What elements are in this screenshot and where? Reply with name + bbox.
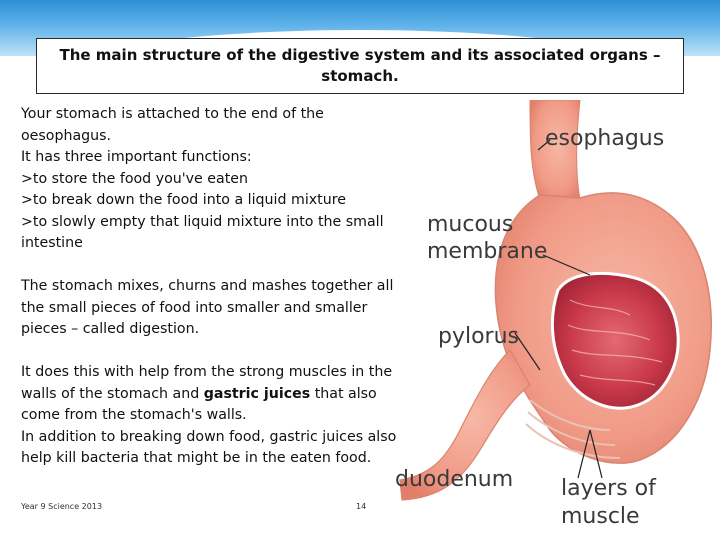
- body-line: It has three important functions:: [21, 149, 252, 165]
- muscle-layer-bands: [525, 399, 621, 459]
- rugae-texture: [567, 299, 663, 386]
- body-line: Your stomach is attached to the end of t…: [21, 106, 324, 144]
- mucous-membrane-cutaway: [550, 271, 680, 410]
- footer-course: Year 9 Science 2013: [21, 502, 103, 511]
- label-pylorus: pylorus: [438, 324, 520, 349]
- label-esophagus: esophagus: [545, 126, 665, 151]
- label-layers-of: layers of: [561, 476, 656, 501]
- body-line: >to store the food you've eaten: [21, 170, 249, 187]
- gastric-juices-bold: gastric juices: [203, 385, 311, 402]
- title-box: The main structure of the digestive syst…: [36, 38, 684, 94]
- body-paragraph-bacteria: In addition to breaking down food, gastr…: [21, 428, 397, 467]
- body-paragraph-muscles: It does this with help from the strong m…: [21, 362, 413, 427]
- footer-page-number: 14: [356, 502, 367, 511]
- pointer-lines: [514, 139, 603, 479]
- body-text-part: that also come from the stomach's walls.: [21, 385, 377, 424]
- label-mucous: mucous: [427, 212, 514, 237]
- body-line: >to slowly empty that liquid mixture int…: [21, 213, 384, 252]
- body-text: Your stomach is attached to the end of t…: [21, 104, 413, 470]
- stomach-diagram: esophagus mucous membrane pylorus duoden…: [380, 99, 720, 540]
- label-duodenum: duodenum: [395, 467, 514, 492]
- label-muscle: muscle: [561, 504, 640, 529]
- duodenum-tube: [399, 349, 531, 501]
- body-text-part: It does this with help from the strong m…: [21, 364, 393, 402]
- label-membrane: membrane: [427, 239, 548, 264]
- body-paragraph-digestion: The stomach mixes, churns and mashes tog…: [21, 278, 394, 337]
- stomach-illustration: [399, 99, 712, 501]
- slide-title: The main structure of the digestive syst…: [59, 46, 661, 85]
- body-line: >to break down the food into a liquid mi…: [21, 192, 346, 208]
